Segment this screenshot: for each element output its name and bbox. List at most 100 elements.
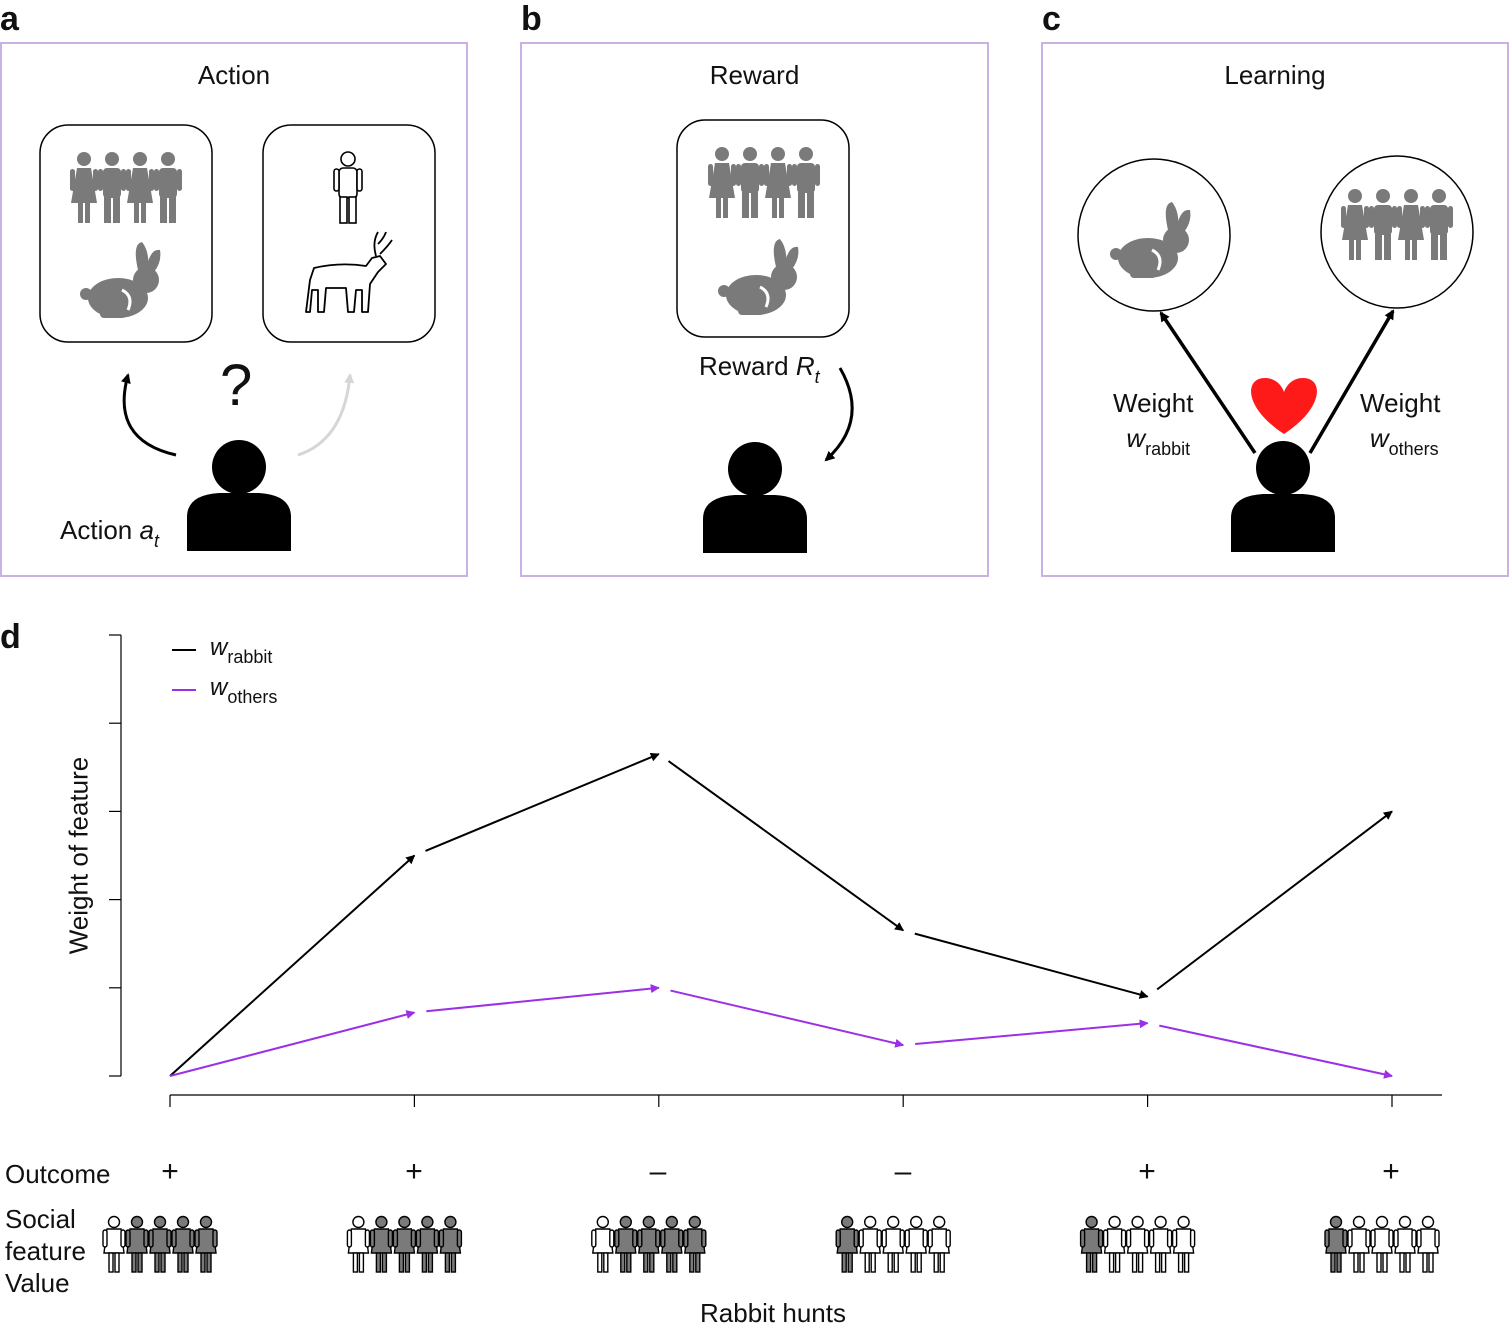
person-figure-white [346,1215,371,1273]
reward-arrow [824,367,854,462]
weight-word: Weight [1113,388,1194,418]
social-label-line: feature [5,1236,86,1266]
person-figure-gray [438,1215,463,1273]
rabbit-icon [78,240,162,320]
social-label-line: Value [5,1268,70,1298]
social-feature-group [591,1215,707,1273]
outcome-sign: – [649,1155,667,1188]
person-figure-gray [125,1215,149,1273]
person-figure-white [102,1215,126,1273]
weight-arrow-others [1308,309,1395,454]
social-feature-row-label: Social feature Value [5,1203,86,1299]
panel-c-box: Learning [1041,42,1509,577]
panel-label-b: b [521,0,542,38]
person-figure-gray [1324,1215,1348,1273]
person-figure-gray [683,1215,707,1273]
person-figure-gray [171,1215,195,1273]
person-figure-white [1148,1215,1173,1273]
person-figure-gray [660,1215,684,1273]
series-others-segment [915,1019,1149,1046]
person-figure-gray [614,1215,638,1273]
single-person-icon [333,151,363,224]
reward-label: Reward Rt [699,351,820,387]
person-figure-gray [1079,1215,1104,1273]
social-label-line: Social [5,1204,76,1234]
social-feature-group [835,1215,951,1273]
social-feature-group [346,1215,463,1273]
weight-chart [109,634,1442,1107]
series-rabbit-segment [914,932,1149,999]
action-word: Action [60,515,133,545]
group-icon [708,147,820,218]
person-figure-white [1125,1215,1150,1273]
rabbit-feature-circle [1077,158,1231,312]
panel-label-c: c [1042,0,1061,38]
person-figure-gray [637,1215,661,1273]
legend-label-others: wothers [210,674,277,707]
legend-label-rabbit: wrabbit [210,634,272,667]
social-feature-group [1324,1215,1440,1273]
weight-sub: others [1388,439,1439,459]
reward-var: R [795,351,815,381]
rabbit-icon [716,237,800,317]
person-figure-white [1416,1215,1440,1273]
group-icon [1341,189,1453,260]
heart-icon [1251,378,1317,434]
weight-var: w [1369,423,1389,453]
panel-b-title: Reward [709,60,800,90]
person-figure-white [927,1215,951,1273]
legend-sub: others [227,687,278,707]
series-rabbit-segment [667,760,905,932]
series-rabbit-segment [425,752,660,852]
panel-label-d: d [0,618,21,656]
x-axis-label: Rabbit hunts [700,1298,846,1328]
person-figure-white [904,1215,928,1273]
action-label: Action at [60,515,159,551]
reward-word: Reward [699,351,789,381]
outcome-sign: + [1382,1155,1400,1188]
person-icon [1231,441,1335,552]
weight-others-label: Weight wothers [1360,388,1441,459]
reward-box [676,119,850,338]
action-sub: t [153,531,159,551]
person-figure-white [1102,1215,1127,1273]
person-figure-white [881,1215,905,1273]
weight-rabbit-label: Weight wrabbit [1113,388,1194,459]
group-icon [70,152,182,223]
option-box-rabbit-hunt [39,124,213,343]
series-others-segment [426,984,660,1013]
rabbit-icon [1108,200,1192,280]
panel-b-box: Reward [520,42,989,577]
weight-sub: rabbit [1145,439,1191,459]
action-var: a [139,515,154,545]
others-feature-circle [1320,155,1474,309]
person-figure-gray [392,1215,417,1273]
outcome-sign: + [405,1155,423,1188]
panel-a-box: Action [0,42,468,577]
person-figure-white [1171,1215,1196,1273]
person-icon [187,440,291,551]
stag-icon [305,231,393,313]
legend-var: w [210,674,228,701]
series-others-segment [1159,1024,1393,1079]
panel-label-a: a [0,0,19,38]
person-figure-white [1393,1215,1417,1273]
person-figure-gray [835,1215,859,1273]
legend-var: w [210,634,228,661]
question-mark: ? [220,353,253,418]
series-others-segment [169,1010,416,1077]
person-figure-gray [369,1215,394,1273]
person-figure-gray [415,1215,440,1273]
legend-sub: rabbit [227,647,273,667]
weight-word: Weight [1360,388,1441,418]
outcome-row-label: Outcome [5,1159,111,1189]
person-figure-gray [194,1215,218,1273]
outcome-sign: + [161,1155,179,1188]
person-figure-white [1347,1215,1371,1273]
reward-sub: t [814,367,820,387]
choice-arrow-right [297,373,355,457]
person-figure-white [1370,1215,1394,1273]
outcome-sign: + [1138,1155,1156,1188]
panel-a-title: Action [197,60,271,90]
